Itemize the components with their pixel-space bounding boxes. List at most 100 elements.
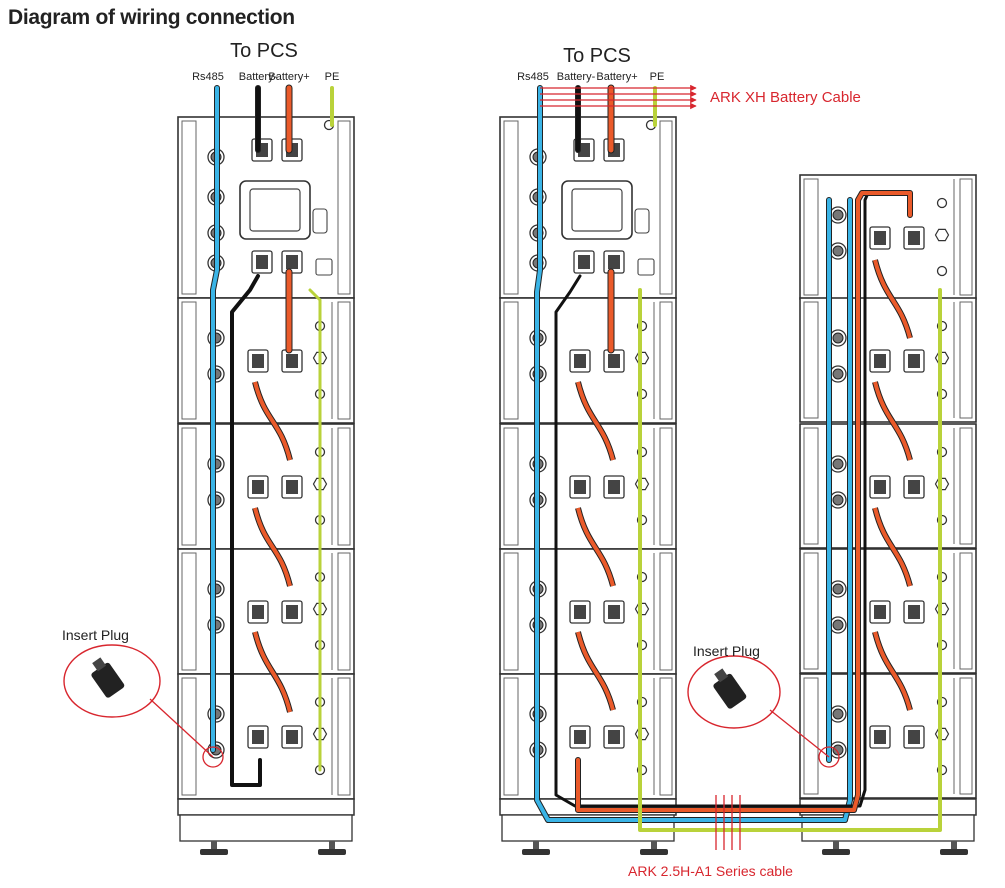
rj45-port-core [832, 368, 844, 380]
series-jumper-cable [253, 631, 292, 713]
series-positive-cable [576, 191, 912, 812]
battery-rack [177, 116, 355, 855]
module-handle-right [659, 301, 673, 420]
power-connector-body [908, 730, 920, 744]
insert-plug-target [202, 746, 224, 768]
ground-terminal-icon [936, 265, 948, 277]
power-connector-body [286, 354, 298, 368]
bms-breaker [315, 258, 333, 276]
module-handle-right [659, 677, 673, 796]
battery-racks [177, 116, 977, 855]
power-connector-body [252, 354, 264, 368]
rj45-port-core [832, 619, 844, 631]
power-connector-body [574, 480, 586, 494]
terminal-label: Battery- [239, 71, 278, 83]
insert-plug-tip [714, 668, 729, 683]
rj45-port-core [832, 744, 844, 756]
to-pcs-label: To PCS [563, 45, 631, 67]
module-handle-right [959, 677, 973, 795]
power-connector-body [286, 730, 298, 744]
module-handle-right [959, 178, 973, 296]
terminal-label: PE [325, 71, 340, 83]
rack-foot-stem [533, 841, 539, 851]
wiring [63, 84, 942, 850]
series-jumper-cable [873, 631, 912, 711]
power-connector-body [874, 605, 886, 619]
power-connector-body [908, 605, 920, 619]
rack-foot [200, 849, 228, 855]
rack-foot-stem [651, 841, 657, 851]
series-cable-label: ARK 2.5H-A1 Series cable [628, 863, 793, 879]
module-handle-left [803, 552, 819, 670]
rj45-port-core [832, 583, 844, 595]
bms-display-icon [239, 180, 311, 240]
rack-foot [640, 849, 668, 855]
module-handle-right [659, 552, 673, 671]
power-connector-body [908, 354, 920, 368]
bms-display-screen [249, 188, 301, 232]
module-handle-left [181, 427, 197, 546]
rack-foot [522, 849, 550, 855]
series-jumper-cable [253, 507, 292, 587]
power-connector-body [256, 255, 268, 269]
power-connector-body [608, 255, 620, 269]
terminal-label: PE [650, 71, 665, 83]
rs485-cable [535, 86, 852, 822]
module-handle-left [503, 301, 519, 420]
power-connector-body [286, 605, 298, 619]
insert-plug-target [818, 746, 840, 768]
series-jumper-cable [253, 381, 292, 461]
diagram-title: Diagram of wiring connection [8, 6, 295, 29]
pe-series-cable [638, 288, 942, 832]
insert-plug-label: Insert Plug [62, 627, 129, 643]
series-jumper-cable [873, 259, 912, 339]
battery-rack [799, 174, 977, 855]
bms-breaker [637, 258, 655, 276]
power-connector-body [608, 354, 620, 368]
power-connector-body [578, 255, 590, 269]
pe-chain-cable [308, 288, 322, 772]
rj45-port-core [832, 245, 844, 257]
power-connector-body [874, 231, 886, 245]
power-connector-body [874, 354, 886, 368]
rack-foot-stem [211, 841, 217, 851]
series-jumper-cable [576, 631, 615, 711]
series-jumper-cable [576, 381, 615, 461]
terminal-label: Battery+ [596, 71, 637, 83]
bms-display-icon [561, 180, 633, 240]
rs485-cable [211, 86, 219, 752]
module-handle-left [803, 178, 819, 296]
rj45-port-core [832, 209, 844, 221]
rj45-port-core [832, 458, 844, 470]
power-connector-body [908, 480, 920, 494]
series-jumper-cable [576, 507, 615, 587]
module-handle-left [803, 427, 819, 545]
power-connector-body [908, 231, 920, 245]
rack-foot [940, 849, 968, 855]
module-handle-right [959, 427, 973, 545]
insert-plug-leader [769, 709, 830, 758]
rack-foot-stem [833, 841, 839, 851]
insert-plug-leader [149, 698, 214, 758]
rack-foot-stem [951, 841, 957, 851]
power-connector-body [874, 730, 886, 744]
rack-plinth [179, 814, 353, 842]
negative-return-cable [554, 191, 912, 808]
power-connector-body [252, 730, 264, 744]
module-handle-left [503, 552, 519, 671]
terminal-label: Battery- [557, 71, 596, 83]
module-handle-right [337, 120, 351, 295]
module-handle-right [337, 301, 351, 420]
insert-plug-label: Insert Plug [693, 643, 760, 659]
terminal-label: Rs485 [192, 71, 224, 83]
module-handle-right [659, 427, 673, 546]
module-handle-left [181, 301, 197, 420]
power-connector-body [574, 354, 586, 368]
module-handle-right [337, 427, 351, 546]
module-handle-right [659, 120, 673, 295]
battery-rack [499, 116, 677, 855]
series-jumper-cable [873, 507, 912, 587]
bms-display-screen [571, 188, 623, 232]
